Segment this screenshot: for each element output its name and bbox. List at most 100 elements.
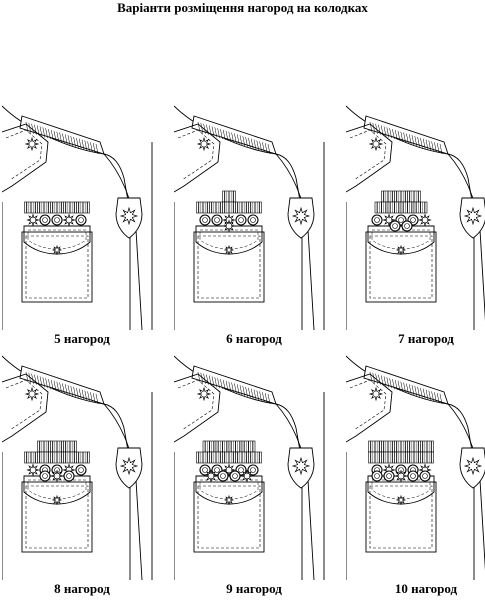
strap-texture [62,133,65,144]
strap-texture [389,128,392,139]
strap-texture [53,380,57,391]
breast-pocket [193,231,265,303]
medal-inner-icon [392,223,398,229]
strap-texture [59,382,62,393]
pocket-stitching [25,485,89,549]
medal-icon [407,470,419,482]
strap-texture [250,388,254,399]
strap-texture [214,377,218,388]
strap-texture [414,136,418,147]
strap-texture [231,132,234,143]
jacket-drawing [174,355,325,581]
medal-star-icon [204,469,218,483]
strap-texture [50,379,54,390]
medal-inner-icon [374,473,380,479]
variant-panel-5: 5 нагород [2,102,162,354]
sleeve-emblem-icon [119,456,139,476]
strap-texture [34,374,37,385]
strap-texture [67,385,71,396]
strap-texture [31,123,34,134]
strap-texture [253,389,257,400]
page-title: Варіанти розміщення нагород на колодках [117,0,368,15]
strap-texture [36,375,40,386]
strap-texture [53,130,57,141]
strap-texture [417,136,420,148]
medal-icon [247,214,259,226]
sleeve-seam [447,403,485,571]
strap-texture [25,371,29,383]
strap-texture [431,391,434,402]
variant-panel-10: 10 нагород [346,352,485,604]
strap-texture [383,126,387,137]
jacket-drawing [2,105,153,331]
strap-texture [422,138,426,149]
strap-texture [267,393,271,405]
variant-caption: 5 нагород [54,331,110,346]
strap-texture [42,377,46,388]
strap-texture [380,125,384,136]
strap-texture [408,384,412,395]
jacket-illustration [346,355,485,580]
jacket-illustration [2,355,153,581]
collar-lapel [346,123,393,193]
strap-texture [256,140,260,151]
sleeve-seam [447,153,485,321]
strap-texture [420,137,423,148]
strap-texture [267,143,271,155]
collar-lapel [346,373,393,443]
breast-pocket [21,481,93,553]
medal-star-icon [394,469,408,483]
medal-inner-icon [232,473,238,479]
pocket-button-icon [51,494,63,506]
strap-texture [87,391,90,402]
strap-texture [411,385,415,396]
medal-icon [75,464,87,476]
medal-star-icon [62,213,76,227]
pocket-button-icon [395,494,407,506]
strap-texture [378,374,381,385]
lapel-stitching [177,129,215,181]
strap-texture [92,393,96,404]
strap-texture [428,390,432,401]
sleeve-emblem-icon [463,456,483,476]
strap-texture [403,382,406,393]
collar-badge-icon [368,386,384,402]
flap-stitching [27,479,87,500]
strap-texture [39,126,43,137]
medal-icon [51,214,63,226]
strap-texture [414,386,418,397]
strap-texture [78,138,82,149]
strap-texture [62,383,65,394]
strap-texture [64,134,68,145]
strap-texture [436,393,440,404]
strap-texture [225,380,229,391]
medal-star-icon [26,463,40,477]
strap-texture [406,133,409,144]
strap-texture [42,127,46,138]
strap-texture [50,129,54,140]
strap-texture [81,139,85,150]
strap-texture [400,131,404,142]
strap-texture [76,387,79,398]
pocket-stitching [25,235,89,299]
medal-inner-icon [422,473,428,479]
strap-texture [372,122,376,133]
strap-texture [242,136,246,147]
strap-texture [90,142,93,153]
strap-texture [389,378,392,389]
strap-texture [214,127,218,138]
strap-texture [262,142,265,153]
medal-star-icon [240,469,254,483]
medal-star-icon [26,213,40,227]
strap-texture [236,384,240,395]
strap-texture [375,373,378,384]
pocket-flap [23,225,91,255]
strap-texture [78,388,82,399]
jacket-illustration [174,105,325,331]
variant-caption: 9 нагород [226,581,282,596]
strap-texture [56,381,60,392]
strap-texture [206,124,209,135]
medal-icon [39,470,51,482]
pocket-flap [195,225,263,255]
medal-icon [199,214,211,226]
